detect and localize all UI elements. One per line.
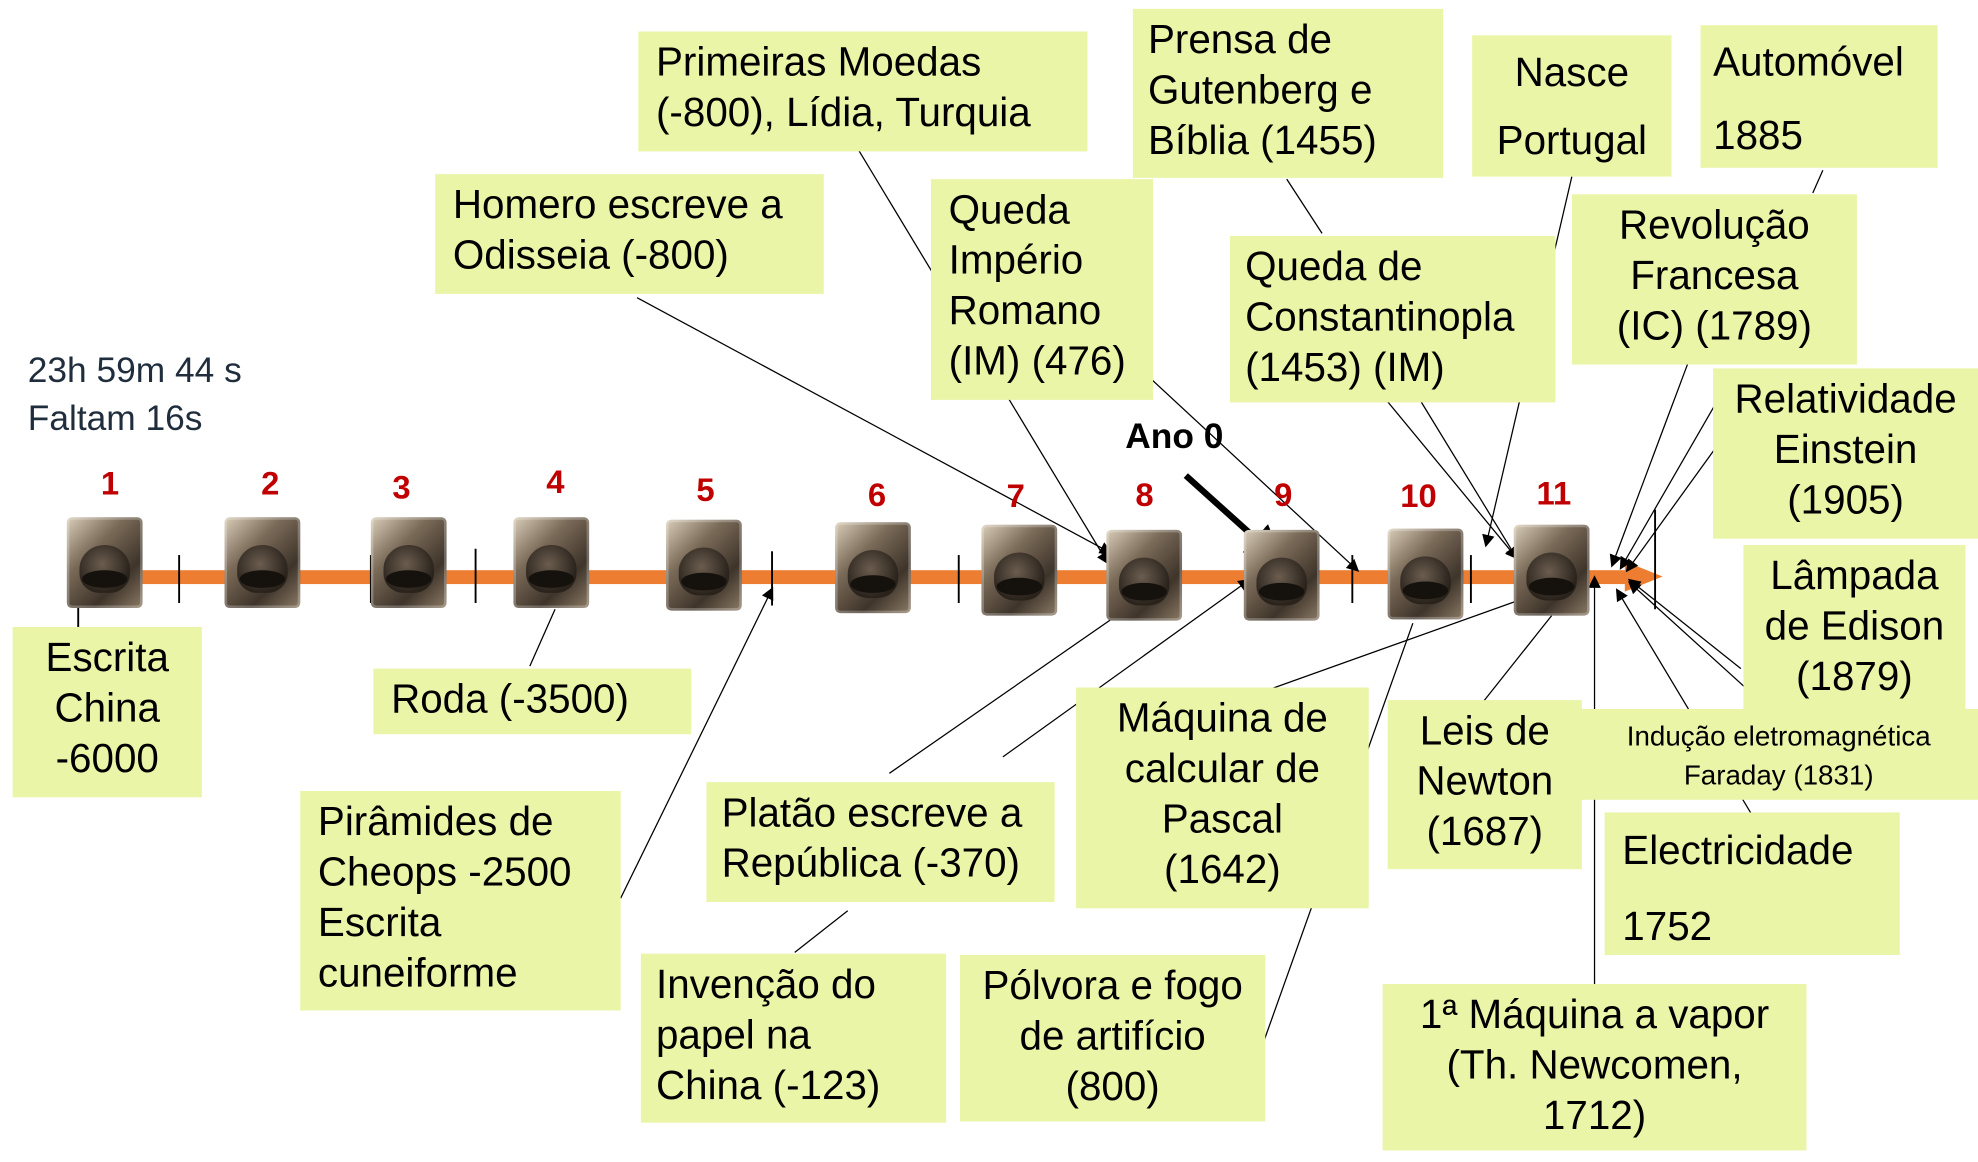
bell-icon [370, 517, 447, 609]
hour-number: 3 [392, 468, 411, 506]
event-newcomen: 1ª Máquina a vapor (Th. Newcomen, 1712) [1382, 983, 1807, 1151]
event-constantinopla: Queda de Constantinopla (1453) (IM) [1229, 235, 1556, 403]
event-moedas: Primeiras Moedas (-800), Lídia, Turquia [638, 31, 1088, 152]
hour-number: 8 [1135, 475, 1154, 514]
bell-icon [1106, 529, 1183, 621]
event-pascal: Máquina de calcular de Pascal (1642) [1076, 687, 1369, 909]
hour-number: 7 [1006, 476, 1025, 515]
bell-icon [224, 517, 301, 609]
bell-icon [835, 522, 911, 614]
bell-icon [1243, 529, 1320, 621]
bell-icon [1513, 524, 1590, 616]
bell-icon [66, 517, 143, 609]
hour-number: 6 [867, 475, 887, 514]
bell-icon [666, 519, 742, 611]
bell-icon [513, 517, 590, 609]
hour-number: 2 [261, 464, 280, 503]
event-platao: Platão escreve a República (-370) [706, 782, 1055, 902]
event-escrita-china: Escrita China -6000 [12, 626, 202, 798]
event-roda: Roda (-3500) [373, 668, 692, 735]
hour-number: 10 [1400, 476, 1437, 515]
event-queda-roma: Queda Império Romano (IM) (476) [930, 179, 1154, 400]
bell-icon [981, 524, 1058, 616]
hour-number: 9 [1274, 475, 1293, 514]
event-piramides: Pirâmides de Cheops -2500 Escrita cuneif… [300, 790, 621, 1011]
event-portugal: Nasce Portugal [1472, 35, 1672, 177]
clock-time: 23h 59m 44 s [27, 350, 242, 390]
clock-remaining: Faltam 16s [27, 398, 203, 438]
event-automovel: Automóvel 1885 [1700, 25, 1938, 168]
event-lampada: Lâmpada de Edison (1879) [1743, 544, 1966, 713]
event-papel: Invenção do papel na China (-123) [640, 953, 947, 1123]
event-polvora: Pólvora e fogo de artifício (800) [960, 954, 1266, 1122]
hour-number: 11 [1536, 474, 1572, 513]
hour-number: 4 [546, 462, 565, 501]
hour-number: 5 [696, 470, 715, 509]
event-revolucao: Revolução Francesa (IC) (1789) [1571, 194, 1857, 365]
event-newton: Leis de Newton (1687) [1387, 700, 1582, 870]
event-relatividade: Relatividade Einstein (1905) [1713, 368, 1978, 539]
hour-number: 1 [100, 464, 120, 503]
event-faraday: Indução eletromagnética Faraday (1831) [1579, 708, 1978, 800]
bell-icon [1387, 528, 1464, 620]
ano-zero-label: Ano 0 [1125, 416, 1224, 456]
event-electricidade: Electricidade 1752 [1604, 812, 1900, 955]
event-homero: Homero escreve a Odisseia (-800) [435, 174, 824, 294]
event-gutenberg: Prensa de Gutenberg e Bíblia (1455) [1132, 8, 1444, 178]
